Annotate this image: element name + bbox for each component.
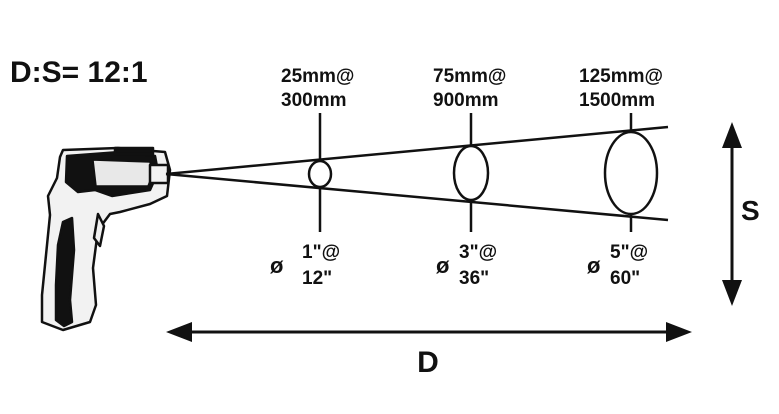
spot-2-ellipse: [452, 144, 490, 202]
spot-3: [603, 113, 659, 232]
spot-3-metric-line1: 125mm@: [579, 66, 663, 87]
spot-3-ellipse: [603, 130, 659, 216]
spot-1-ellipse: [307, 159, 333, 189]
spot-2-diameter-symbol: ø: [436, 253, 450, 278]
spot-1: [307, 113, 333, 232]
cone-lower-edge: [165, 172, 669, 222]
spot-size-arrowhead-top: [722, 122, 742, 148]
distance-arrow: [166, 322, 692, 342]
measurement-cone: [165, 125, 669, 222]
spot-2-metric-line2: 900mm: [433, 90, 499, 111]
ratio-label: D:S= 12:1: [10, 56, 148, 89]
gun-display-window: [92, 159, 153, 187]
spot-3-imperial-line1: 5"@: [610, 242, 648, 263]
spot-2-metric-line1: 75mm@: [433, 66, 506, 87]
gun-nose: [148, 163, 170, 185]
gun-top-ridge: [113, 146, 155, 156]
ir-thermometer-gun: [40, 146, 172, 332]
spot-1-diameter-symbol: ø: [270, 253, 284, 278]
gun-body: [40, 146, 172, 332]
spot-1-imperial-line1: 1"@: [302, 242, 340, 263]
distance-arrowhead-right: [666, 322, 692, 342]
distance-label: D: [417, 346, 439, 379]
spot-size-label: S: [741, 195, 760, 226]
spot-2-imperial-line1: 3"@: [459, 242, 497, 263]
gun-trigger: [92, 212, 106, 248]
spot-2: [452, 113, 490, 232]
spot-3-metric-line2: 1500mm: [579, 90, 655, 111]
spot-1-metric-line1: 25mm@: [281, 66, 354, 87]
spot-size-arrowhead-bottom: [722, 280, 742, 306]
gun-handle-grip: [54, 216, 76, 328]
spot-1-metric-line2: 300mm: [281, 90, 347, 111]
spot-3-imperial-line2: 60": [610, 268, 640, 289]
spot-1-imperial-line2: 12": [302, 268, 332, 289]
distance-arrowhead-left: [166, 322, 192, 342]
cone-upper-edge: [165, 125, 669, 176]
spot-size-arrow: [722, 122, 742, 306]
spot-2-imperial-line2: 36": [459, 268, 489, 289]
spot-3-diameter-symbol: ø: [587, 253, 601, 278]
